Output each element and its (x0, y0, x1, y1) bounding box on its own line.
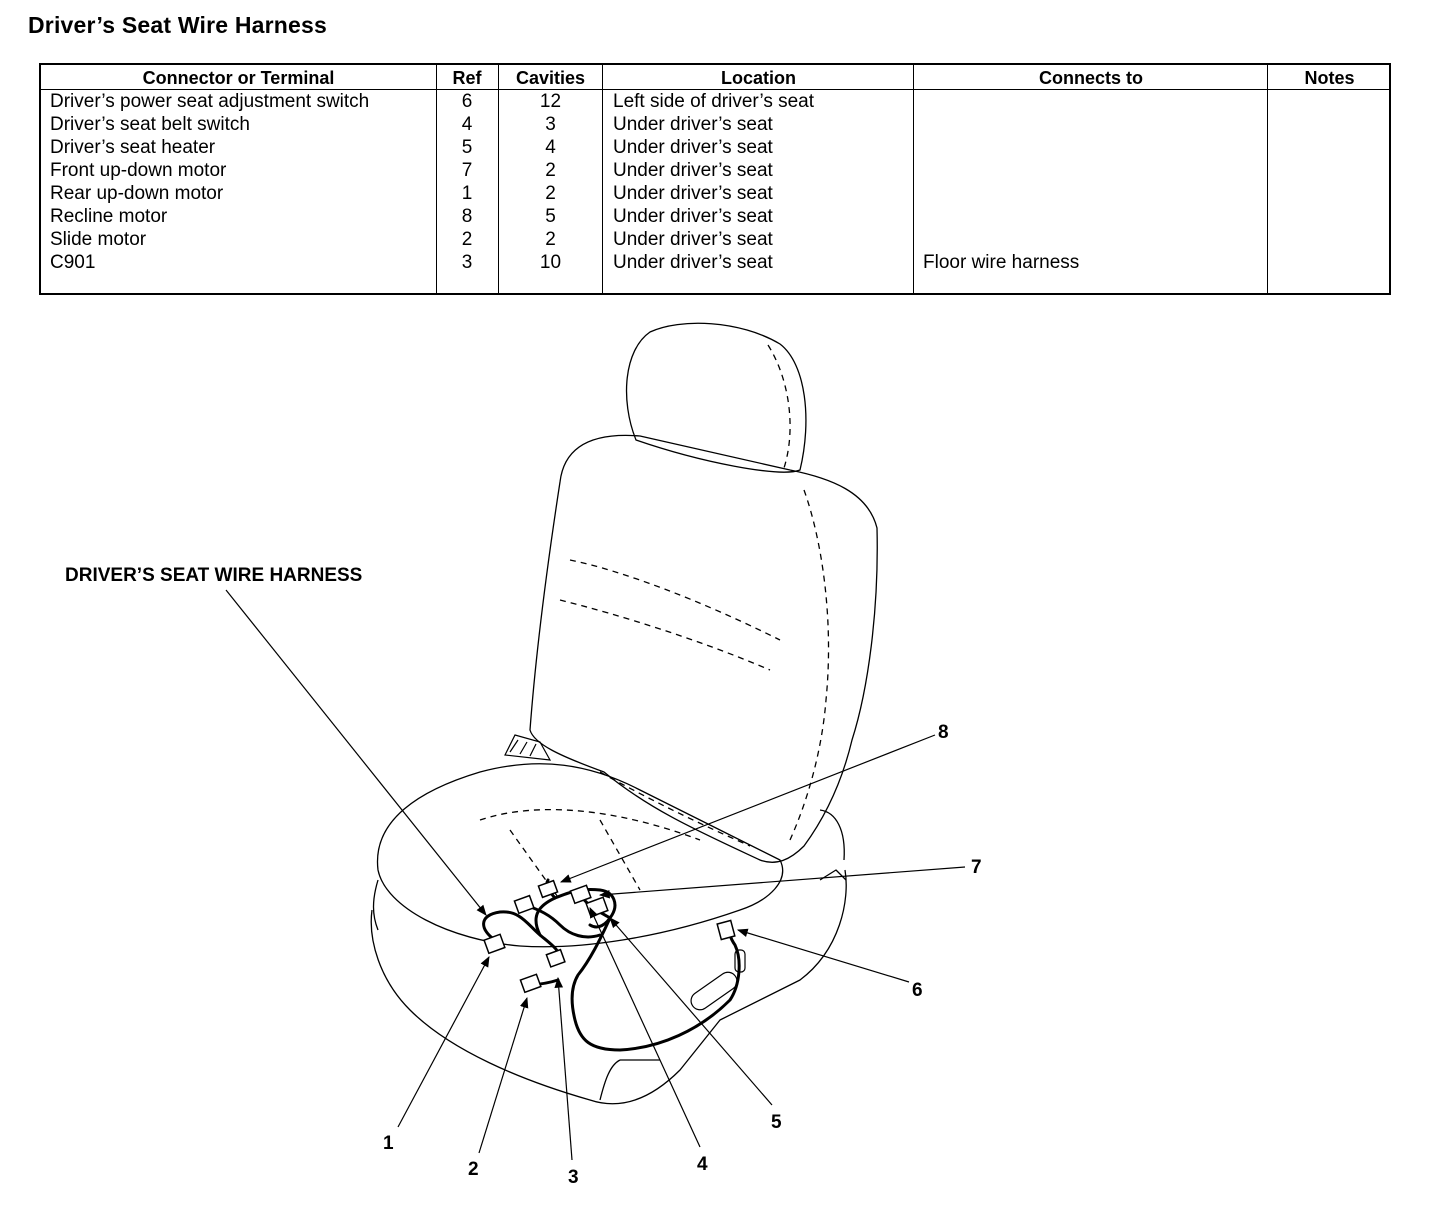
callout-5: 5 (771, 1112, 782, 1133)
cell-cavities: 10 (539, 252, 562, 273)
table-row: Front up-down motor 7 2 Under driver’s s… (41, 159, 1389, 182)
column-divider (602, 65, 603, 293)
header-connects-to: Connects to (1038, 68, 1143, 88)
header-location: Location (721, 68, 796, 88)
leader-8 (559, 734, 936, 883)
headrest (625, 322, 807, 473)
callout-8: 8 (938, 722, 949, 743)
leader-4 (589, 907, 701, 1148)
cell-connector: Driver’s power seat adjustment switch (50, 91, 370, 112)
table-header: Connector or Terminal Ref Cavities Locat… (41, 65, 1389, 90)
leader-1 (397, 956, 490, 1128)
leader-harness (225, 589, 487, 916)
seat-cushion (370, 763, 847, 1105)
header-notes: Notes (1304, 68, 1355, 88)
callout-7: 7 (971, 857, 982, 878)
header-cavities: Cavities (515, 68, 586, 88)
connector-table: Connector or Terminal Ref Cavities Locat… (39, 63, 1391, 295)
cell-cavities: 3 (545, 114, 556, 135)
cell-cavities: 2 (545, 160, 556, 181)
cell-ref: 4 (461, 114, 473, 135)
cell-connects-to: Floor wire harness (923, 252, 1080, 273)
leader-5 (609, 917, 773, 1106)
seat-back (529, 434, 878, 863)
callout-6: 6 (912, 980, 923, 1001)
cell-connector: Rear up-down motor (50, 183, 224, 204)
cell-location: Under driver’s seat (613, 206, 773, 227)
connector-4 (569, 884, 592, 905)
column-divider (498, 65, 499, 293)
table-row: Recline motor 8 5 Under driver’s seat (41, 205, 1389, 228)
cell-location: Left side of driver’s seat (613, 91, 815, 112)
column-divider (1267, 65, 1268, 293)
connector-1 (483, 933, 506, 955)
connector-8 (537, 879, 559, 899)
cell-cavities: 2 (545, 229, 556, 250)
column-divider (913, 65, 914, 293)
table-row: Driver’s seat belt switch 4 3 Under driv… (41, 113, 1389, 136)
header-connector: Connector or Terminal (142, 68, 335, 88)
cell-ref: 7 (461, 160, 473, 181)
callout-3: 3 (568, 1167, 579, 1188)
wire-harness (482, 878, 741, 1052)
connector-3 (545, 948, 566, 968)
leader-2 (478, 996, 529, 1154)
belt-buckle (504, 734, 552, 761)
cell-ref: 3 (461, 252, 473, 273)
leader-3 (554, 976, 573, 1161)
cell-cavities: 12 (539, 91, 562, 112)
cell-location: Under driver’s seat (613, 229, 773, 250)
cell-connector: Driver’s seat heater (50, 137, 216, 158)
cell-ref: 6 (461, 91, 473, 112)
header-ref: Ref (452, 68, 482, 88)
table-row: Slide motor 2 2 Under driver’s seat (41, 228, 1389, 251)
connector-recline-aux (513, 894, 535, 915)
leader-6 (736, 928, 910, 983)
cell-ref: 8 (461, 206, 473, 227)
table-row: Driver’s power seat adjustment switch 6 … (41, 90, 1389, 113)
cell-connector: Driver’s seat belt switch (50, 114, 250, 135)
cell-location: Under driver’s seat (613, 160, 773, 181)
cell-connector: Recline motor (50, 206, 168, 227)
cell-cavities: 2 (545, 183, 556, 204)
cell-location: Under driver’s seat (613, 114, 773, 135)
callout-2: 2 (468, 1159, 479, 1180)
table-row: Driver’s seat heater 5 4 Under driver’s … (41, 136, 1389, 159)
harness-label: DRIVER’S SEAT WIRE HARNESS (65, 565, 362, 586)
table-row: Rear up-down motor 1 2 Under driver’s se… (41, 182, 1389, 205)
cell-cavities: 4 (545, 137, 556, 158)
callout-1: 1 (383, 1133, 394, 1154)
cell-cavities: 5 (545, 206, 556, 227)
cell-ref: 5 (461, 137, 473, 158)
seat-harness-diagram: DRIVER’S SEAT WIRE HARNESS 1 2 3 4 5 6 7… (65, 322, 982, 1188)
cell-location: Under driver’s seat (613, 252, 773, 273)
leader-lines (225, 589, 966, 1161)
cell-connector: C901 (50, 252, 96, 273)
cell-connector: Front up-down motor (50, 160, 227, 181)
cell-location: Under driver’s seat (613, 137, 773, 158)
cell-location: Under driver’s seat (613, 183, 773, 204)
page-title: Driver’s Seat Wire Harness (28, 12, 328, 38)
leader-7 (598, 866, 966, 899)
callout-4: 4 (697, 1154, 708, 1175)
table-row: C901 3 10 Under driver’s seat Floor wire… (41, 251, 1389, 274)
connector-2 (519, 973, 542, 994)
connector-6 (716, 919, 736, 941)
column-divider (436, 65, 437, 293)
cell-ref: 1 (461, 183, 473, 204)
cell-ref: 2 (461, 229, 473, 250)
cell-connector: Slide motor (50, 229, 147, 250)
